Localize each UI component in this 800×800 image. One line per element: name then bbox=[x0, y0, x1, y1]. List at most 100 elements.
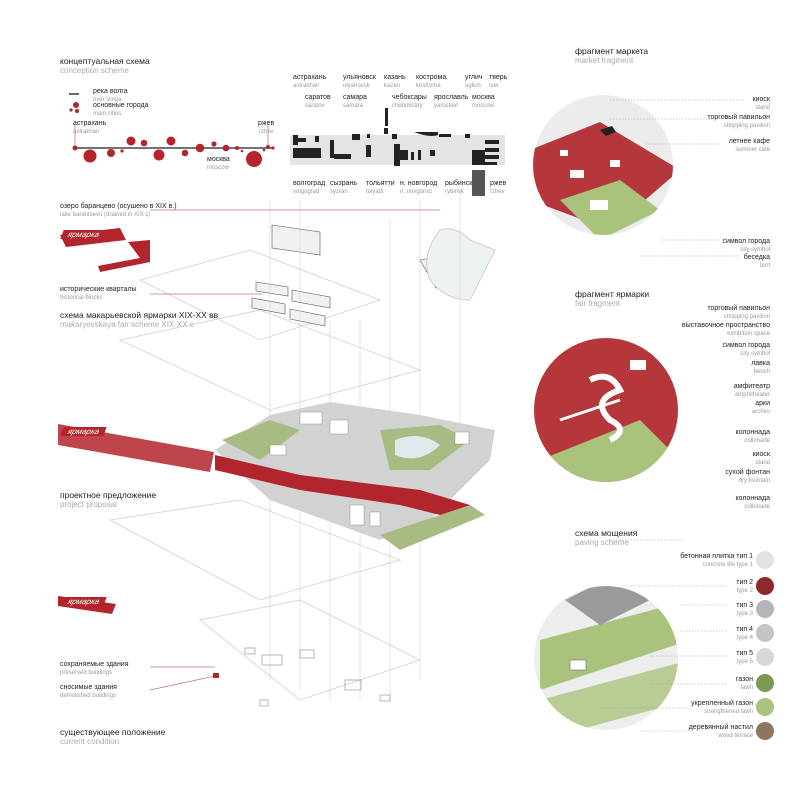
paving-subtitle: paving scheme bbox=[575, 538, 629, 547]
fair-scheme-title: схема макарьевской ярмарки XIX-XX вв bbox=[60, 310, 219, 320]
paving-swatch bbox=[756, 600, 774, 618]
fair-title: фрагмент ярмарки bbox=[575, 289, 650, 299]
paving-item-ru: тип 3 bbox=[736, 602, 753, 609]
proposal-subtitle: project proposal bbox=[60, 500, 117, 509]
preserved-label: сохраняемые здания bbox=[60, 661, 129, 668]
paving-item-ru: тип 4 bbox=[736, 626, 753, 633]
city-circles bbox=[69, 102, 275, 167]
current-title: существующее положение bbox=[60, 727, 166, 737]
paving-item: деревянный настил wood terrace bbox=[689, 724, 753, 740]
legend-cities: основные города bbox=[93, 102, 149, 109]
paving-item-ru: бетонная плитка тип 1 bbox=[680, 553, 753, 560]
paving-swatch bbox=[756, 551, 774, 569]
concept-subtitle: conception scheme bbox=[60, 66, 129, 75]
start-city-en: astrakhan bbox=[73, 129, 100, 135]
paving-item-en: strengthened lawn bbox=[703, 709, 753, 715]
paving-item-ru: деревянный настил bbox=[688, 724, 753, 731]
paving-swatch bbox=[756, 577, 774, 595]
city-footprints bbox=[293, 108, 499, 196]
paving-swatch bbox=[756, 624, 774, 642]
paving-swatch bbox=[756, 722, 774, 740]
market-title: фрагмент маркета bbox=[575, 46, 649, 56]
moscow-label-en: moscow bbox=[207, 165, 230, 171]
paving-item-en: concrete tile type 1 bbox=[702, 562, 753, 568]
current-buildings bbox=[244, 647, 391, 707]
paving-swatch bbox=[756, 698, 774, 716]
paving-item-en: type 3 bbox=[736, 611, 753, 617]
end-city-en: rzhev bbox=[259, 129, 274, 135]
legend-cities-en: main cities bbox=[93, 111, 122, 117]
lake-barantsevo bbox=[426, 228, 496, 301]
paving-item: тип 4 type 4 bbox=[736, 626, 753, 642]
paving-item-en: type 4 bbox=[736, 635, 753, 641]
paving-item: газон lawn bbox=[736, 676, 753, 692]
paving-item-ru: газон bbox=[735, 676, 753, 683]
demolished-label-en: demolished buildings bbox=[60, 693, 117, 699]
paving-item-en: type 2 bbox=[736, 588, 753, 594]
demolished-label: сносимые здания bbox=[60, 684, 117, 691]
paving-item-en: type 5 bbox=[736, 659, 753, 665]
paving-item-en: lawn bbox=[740, 685, 753, 691]
paving-item: тип 5 type 5 bbox=[736, 650, 753, 666]
paving-title: схема мощения bbox=[575, 528, 638, 538]
paving-item: бетонная плитка тип 1 concrete tile type … bbox=[680, 553, 753, 569]
paving-item-ru: тип 2 bbox=[736, 579, 753, 586]
moscow-label: москва bbox=[207, 156, 230, 163]
paving-item: тип 2 type 2 bbox=[736, 579, 753, 595]
end-city: ржев bbox=[258, 120, 275, 127]
paving-item: тип 3 type 3 bbox=[736, 602, 753, 618]
paving-item-en: wood terrace bbox=[718, 733, 753, 739]
paving-swatch bbox=[756, 648, 774, 666]
yarmarka-tag: ярмарка bbox=[60, 230, 107, 239]
current-subtitle: current condition bbox=[60, 737, 120, 746]
legend-river-en: river Volga bbox=[93, 97, 122, 103]
leader-lines bbox=[74, 124, 440, 691]
yarmarka-tag: ярмарка bbox=[60, 597, 107, 606]
blocks-label-en: historical blocks bbox=[60, 295, 103, 301]
start-city: астрахань bbox=[73, 120, 107, 127]
fair-scheme-subtitle: makaryevskaya fair scheme XIX-XX c bbox=[60, 320, 194, 329]
preserved-label-en: preserved buildings bbox=[60, 670, 113, 676]
fair-strip bbox=[215, 455, 470, 520]
market-subtitle: market fragment bbox=[575, 56, 634, 65]
proposal-buildings bbox=[269, 411, 470, 527]
paving-item-ru: тип 5 bbox=[736, 650, 753, 657]
legend-river: река волга bbox=[93, 88, 128, 95]
yarmarka-tag: ярмарка bbox=[60, 427, 107, 436]
proposal-title: проектное предложение bbox=[60, 490, 157, 500]
lake-label: озеро баранцево (осушено в XIX в.) bbox=[60, 203, 177, 210]
fair-subtitle: fair fragment bbox=[575, 299, 620, 308]
